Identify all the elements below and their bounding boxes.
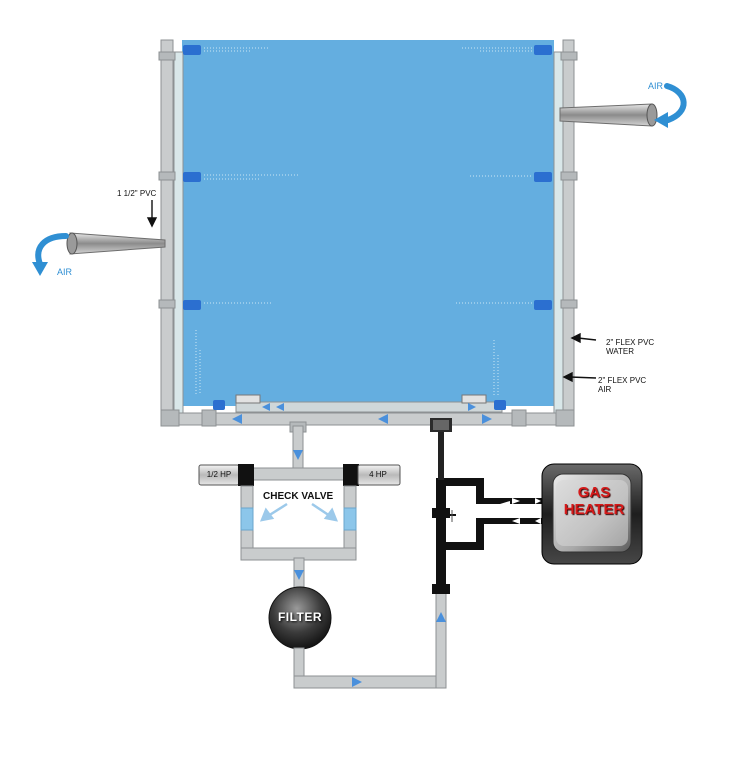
filter-label: FILTER [277, 610, 323, 624]
check-valves [240, 507, 357, 531]
flex-air-line2: AIR [598, 385, 612, 394]
return-jets-left [183, 45, 225, 410]
air-nozzle-left [66, 232, 166, 255]
pointer-arrows [146, 200, 597, 383]
flow-arrow-to-filter [294, 570, 304, 580]
air-nozzle-right [559, 103, 658, 127]
filter-return-pipe [293, 591, 447, 689]
pump-left-label: 1/2 HP [206, 470, 232, 479]
heater-label-line1: GAS [577, 484, 611, 501]
air-label-right: AIR [648, 81, 664, 91]
return-jets-right [494, 45, 552, 410]
air-flow-arrow-right [654, 83, 687, 128]
flex-air-line1: 2" FLEX PVC [598, 376, 647, 385]
flow-arrows-return [352, 612, 446, 687]
pool-water [182, 40, 554, 406]
return-to-pool-pipe [430, 418, 452, 480]
flex-water-label: 2" FLEX PVC WATER [606, 338, 654, 356]
gas-heater-label: GAS HEATER [556, 484, 632, 518]
check-valve-label: CHECK VALVE [263, 491, 334, 502]
pipe-couplings [158, 51, 578, 433]
heater-bypass-manifold [432, 478, 546, 594]
flow-arrows-pool [232, 403, 492, 424]
pump-right-label: 4 HP [369, 470, 387, 479]
main-drains [235, 394, 487, 404]
gas-heater [541, 463, 643, 565]
right-wall-pipes [553, 39, 575, 426]
heater-flow-arrows [512, 498, 541, 524]
heater-label-line2: HEATER [563, 501, 625, 518]
flow-arrow-down-to-pumps [293, 450, 303, 460]
pump-right-four-hp [343, 464, 401, 486]
water-bubbles [195, 47, 532, 395]
left-wall-pipes [160, 39, 184, 426]
air-flow-arrow-left [32, 233, 69, 276]
check-valve-arrows [259, 502, 339, 522]
pump-left-half-hp [198, 464, 254, 486]
pvc-main-label: 1 1/2" PVC [117, 189, 157, 198]
flex-water-line1: 2" FLEX PVC [606, 338, 655, 347]
air-label-left: AIR [57, 267, 73, 277]
flex-water-line2: WATER [606, 347, 634, 356]
flow-arrow-to-heater [500, 501, 510, 507]
flex-air-label: 2" FLEX PVC AIR [598, 376, 646, 394]
